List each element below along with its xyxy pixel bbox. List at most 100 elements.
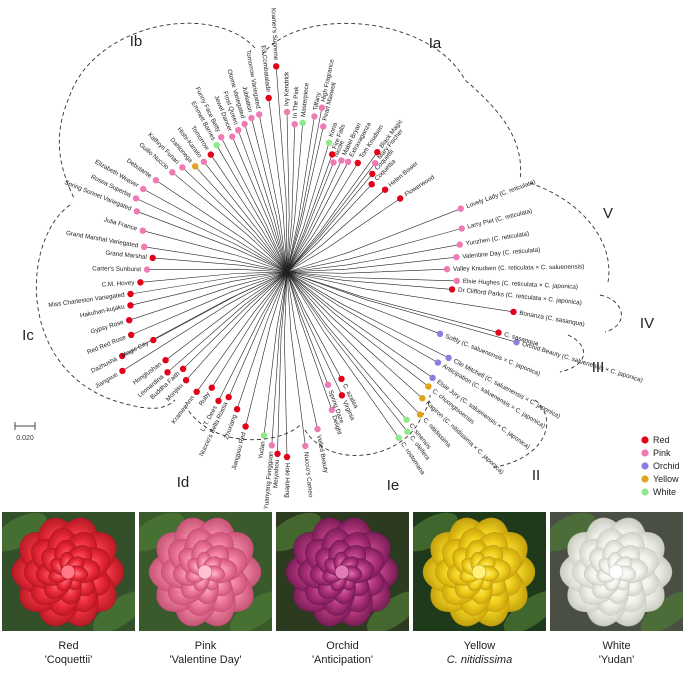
branch-virginia xyxy=(286,271,343,396)
legend-dot-orchid xyxy=(641,462,649,470)
leaf-dot-hishi-karaito xyxy=(200,158,208,165)
legend-label-red: Red xyxy=(653,435,670,445)
branch-valley-knudsen-c-reticulata-c-saluenensis xyxy=(286,268,448,274)
leaf-dot-frost-queen xyxy=(235,127,242,134)
leaf-dot-helen-bower xyxy=(381,186,389,193)
caption-white-name: 'Yudan' xyxy=(598,654,635,666)
leaf-dot-dr-clifford-parks-c-reticulata-c-japonica xyxy=(448,286,456,293)
leaf-dot-buddha-faith xyxy=(179,365,187,372)
branch-carter-s-sunburst xyxy=(146,268,288,273)
leaf-dot-yuanyang-fengguan xyxy=(268,442,275,449)
clade-bracket-v xyxy=(529,182,610,283)
caption-yellow-color: Yellow xyxy=(463,640,496,652)
leaf-dot-mary-fischer xyxy=(371,160,379,167)
branch-miss-charleston-variegated xyxy=(130,271,288,295)
leaf-dot-jubilation xyxy=(248,114,255,122)
leaf-dot-guilio-nuccio xyxy=(169,169,176,176)
leaf-dot-c-nitidissima xyxy=(416,411,424,418)
leaf-label-gypsy-rose: Gypsy Rose xyxy=(90,319,125,336)
clade-bracket-ie xyxy=(304,394,431,456)
leaf-dot-nicole xyxy=(330,159,337,166)
leaf-dot-emmett-barnes xyxy=(213,142,220,149)
branch-coquettia xyxy=(286,183,372,273)
branch-cile-mitchell-c-saluenensis-c-japonica xyxy=(286,271,449,359)
clade-label-ii: II xyxy=(532,467,540,484)
leaf-dot-spring-sonnet-variegated xyxy=(133,208,140,215)
branch-tomorrow-variegated xyxy=(258,114,288,273)
flower-illustration-yellow xyxy=(413,512,546,631)
leaf-dot-hoki-hufeng xyxy=(283,453,291,461)
leaf-label-julia-france: Julia France xyxy=(103,216,138,232)
flower-illustration-pink xyxy=(139,512,272,631)
clade-label-ie: Ie xyxy=(387,477,400,494)
branch-hishi-karaito xyxy=(203,161,288,273)
branch-nuccio-s-bella-rossa xyxy=(228,271,288,398)
clade-bracket-iv xyxy=(599,294,622,333)
branch-elsie-hughes-c-reticulata-c-japonica xyxy=(286,271,457,282)
leaf-dot-yunzhen-c-reticulata xyxy=(456,241,463,248)
leaf-dot-leonardina xyxy=(164,369,171,376)
clade-label-ic: Ic xyxy=(22,327,34,344)
leaf-label-valentine-day-c-reticulata: Valentine Day (C. reticulata) xyxy=(462,247,541,261)
caption-yellow: Yellow C. nitidissima xyxy=(411,639,548,667)
leaf-label-kona: Kona xyxy=(328,121,339,138)
branch-rosea-superba xyxy=(135,198,288,273)
leaf-label-jiangxue: Jiangxue xyxy=(94,371,120,390)
branch-dahlonega xyxy=(194,166,288,273)
photo-orchid xyxy=(276,512,409,631)
clade-bracket-id xyxy=(184,404,301,441)
leaf-dot-orchid-beauty-c-saluenensis-c-japonica xyxy=(513,339,520,346)
branch-c-azalea xyxy=(286,271,342,380)
leaf-label-hoki-hufeng: Hoki Hufeng xyxy=(283,463,290,498)
branch-monjisu xyxy=(185,271,288,381)
branch-leonardina xyxy=(167,271,288,373)
leaf-dot-jiangpou-red xyxy=(242,423,249,430)
leaf-dot-kramer-ann xyxy=(193,388,200,395)
leaf-label-valley-knudsen-c-reticulata-c-saluenensis: Valley Knudsen (C. reticulata × C. salue… xyxy=(453,263,584,272)
leaf-label-grand-marshal-variegated: Grand Marshal Variegated xyxy=(65,230,139,250)
branch-kona xyxy=(286,142,330,273)
branch-mary-fischer xyxy=(286,163,376,273)
leaf-dot-grand-marshal xyxy=(149,254,156,262)
branch-guilio-nuccio xyxy=(172,172,288,273)
clade-bracket-ia xyxy=(261,22,522,181)
branch-in-the-pink xyxy=(286,124,295,273)
legend-label-yellow: Yellow xyxy=(653,474,679,484)
branch-orchid-beauty-c-saluenensis-c-japonica xyxy=(286,271,517,343)
legend-dot-red xyxy=(641,436,649,444)
leaf-dot-lovely-lady-c-reticulata xyxy=(457,205,464,212)
legend-dot-yellow xyxy=(641,475,649,483)
branch-c-chuongtsoensis xyxy=(286,271,429,387)
leaf-dot-ed-combatalade xyxy=(265,94,272,102)
leaf-dot-fire-falls xyxy=(329,151,336,158)
leaf-dot-magic-city xyxy=(150,336,157,344)
clade-label-ib: Ib xyxy=(130,33,143,50)
branch-hakuhan-kujaku xyxy=(130,271,288,306)
branch-extravaganza xyxy=(286,161,349,273)
branch-ivy-kendrick xyxy=(286,111,290,273)
branch-julia-france xyxy=(142,230,288,273)
leaf-dot-grand-marshal-variegated xyxy=(141,243,148,250)
scale-bar-label: 0.020 xyxy=(16,435,34,442)
branch-anticipation-c-saluenensis-c-japonica xyxy=(286,271,439,363)
branch-tomorrow xyxy=(210,154,288,273)
leaf-dot-c-chuongtsoensis xyxy=(425,383,432,390)
leaf-label-zhuxiang: Zhuxiang xyxy=(223,413,239,440)
legend-dot-pink xyxy=(641,449,649,457)
leaf-label-grand-marshal: Grand Marshal xyxy=(105,250,147,261)
flower-photo-strip: Red 'Coquettii' Pink 'Valentine Day' Orc… xyxy=(0,512,685,681)
branch-helen-bower xyxy=(286,189,386,273)
branch-fire-falls xyxy=(286,154,333,273)
leaf-dot-l-t-dees xyxy=(215,397,222,405)
leaf-dot-meiyishou xyxy=(274,450,281,457)
branch-softly-c-saluenensis-c-japonica xyxy=(286,271,441,335)
leaf-dot-black-magic xyxy=(374,149,381,156)
flower-illustration-white xyxy=(550,512,683,631)
branch-l-t-dees xyxy=(218,271,288,402)
caption-orchid-name: 'Anticipation' xyxy=(311,654,374,666)
leaf-dot-c-m-hovey xyxy=(137,279,144,286)
leaf-label-ivy-kendrick: Ivy Kendrick xyxy=(284,71,291,106)
legend-dot-white xyxy=(641,488,649,496)
leaf-label-flowerwood: Flowerwood xyxy=(403,174,436,199)
leaf-dot-dazhusha xyxy=(119,352,126,360)
